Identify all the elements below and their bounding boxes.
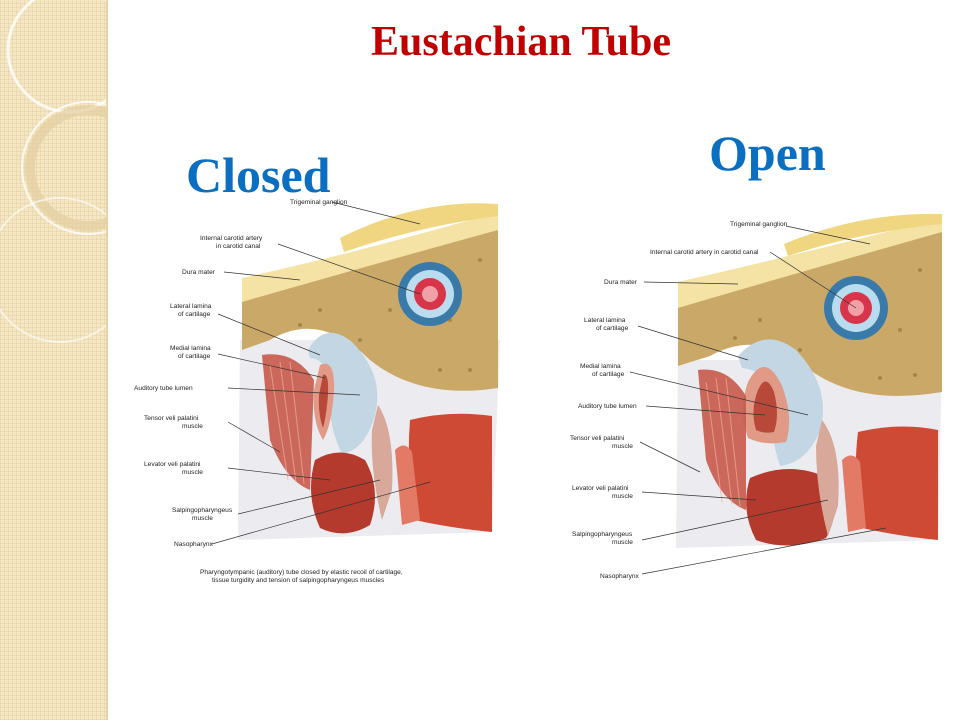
label-levator-veli-palatini: Levator veli palatini: [572, 485, 629, 492]
muscle-fibres-right: [705, 377, 741, 507]
label-auditory-tube-lumen: Auditory tube lumen: [578, 403, 637, 410]
nasopharynx-mucosa-fold: [842, 455, 866, 532]
closed-label: Closed: [186, 147, 331, 203]
label-trigeminal-ganglion: Trigeminal ganglion: [730, 221, 788, 228]
label-internal-carotid-artery: Internal carotid artery: [200, 235, 263, 242]
open-anatomy-illustration: [676, 213, 942, 548]
label-levator-veli-palatini: Levator veli palatini: [144, 461, 201, 468]
label-auditory-tube-lumen: Auditory tube lumen: [134, 385, 193, 392]
label-trigeminal-ganglion: Trigeminal ganglion: [290, 199, 348, 206]
label-tensor-veli-palatini: Tensor veli palatini: [570, 435, 625, 442]
closed-leader-lines: [211, 201, 431, 545]
open-tube-figure: Trigeminal ganglion Internal carotid art…: [560, 210, 950, 590]
bone-region: [678, 232, 942, 396]
salpingopharyngeus-muscle: [816, 420, 839, 536]
caption-line-1: Pharyngotympanic (auditory) tube closed …: [200, 569, 403, 576]
label-lateral-lamina: Lateral lamina: [170, 303, 212, 310]
label-medial-lamina: Medial lamina: [580, 363, 621, 370]
label-nasopharynx: Nasopharynx: [600, 573, 640, 580]
label-lateral-lamina: Lateral lamina: [584, 317, 626, 324]
label-salpingopharyngeus-2: muscle: [192, 515, 213, 522]
dura-layer: [678, 218, 942, 308]
label-internal-carotid-artery-2: in carotid canal: [216, 243, 261, 250]
nasopharynx-mucosa-fold: [395, 445, 420, 525]
decorative-side-band: [0, 0, 108, 720]
trigeminal-ganglion-shape: [784, 213, 942, 256]
levator-veli-palatini-muscle: [311, 452, 375, 534]
open-leader-lines: [629, 225, 887, 575]
open-label: Open: [709, 125, 826, 181]
trigeminal-ganglion-shape: [340, 203, 498, 252]
label-medial-lamina: Medial lamina: [170, 345, 211, 352]
label-levator-veli-palatini-2: muscle: [182, 469, 203, 476]
label-tensor-veli-palatini-2: muscle: [612, 443, 633, 450]
label-salpingopharyngeus: Salpingopharyngeus: [572, 531, 633, 538]
closed-annotation-labels: Trigeminal ganglion Internal carotid art…: [134, 199, 348, 548]
slide-title: Eustachian Tube: [371, 19, 671, 65]
label-dura-mater: Dura mater: [604, 279, 638, 286]
label-nasopharynx: Nasopharynx: [174, 541, 214, 548]
label-medial-lamina-2: of cartilage: [592, 371, 625, 378]
label-tensor-veli-palatini: Tensor veli palatini: [144, 415, 199, 422]
label-internal-carotid-artery: Internal carotid artery in carotid canal: [650, 249, 759, 256]
dura-layer: [242, 212, 498, 302]
label-tensor-veli-palatini-2: muscle: [182, 423, 203, 430]
label-levator-veli-palatini-2: muscle: [612, 493, 633, 500]
tube-lumen-core: [318, 374, 329, 428]
closed-anatomy-illustration: [238, 203, 500, 540]
tensor-veli-palatini-muscle: [698, 369, 746, 510]
decorative-rings: [0, 0, 106, 343]
nasopharynx-mucosa: [855, 426, 938, 540]
label-lateral-lamina-2: of cartilage: [178, 311, 211, 318]
label-medial-lamina-2: of cartilage: [178, 353, 211, 360]
carotid-artery: [398, 262, 462, 326]
open-annotation-labels: Trigeminal ganglion Internal carotid art…: [570, 221, 788, 580]
cartilage-body: [308, 332, 378, 454]
closed-caption: Pharyngotympanic (auditory) tube closed …: [200, 569, 403, 584]
nasopharynx-mucosa: [408, 413, 492, 532]
levator-veli-palatini-muscle: [746, 469, 835, 546]
salpingopharyngeus-muscle: [371, 405, 393, 520]
tube-lumen-core: [753, 381, 777, 433]
label-dura-mater: Dura mater: [182, 269, 216, 276]
caption-line-2: tissue turgidity and tension of salpingo…: [212, 577, 385, 584]
label-salpingopharyngeus-2: muscle: [612, 539, 633, 546]
label-salpingopharyngeus: Salpingopharyngeus: [172, 507, 233, 514]
label-lateral-lamina-2: of cartilage: [596, 325, 629, 332]
closed-tube-figure: Trigeminal ganglion Internal carotid art…: [120, 190, 500, 590]
muscle-fibres-left: [269, 361, 305, 485]
